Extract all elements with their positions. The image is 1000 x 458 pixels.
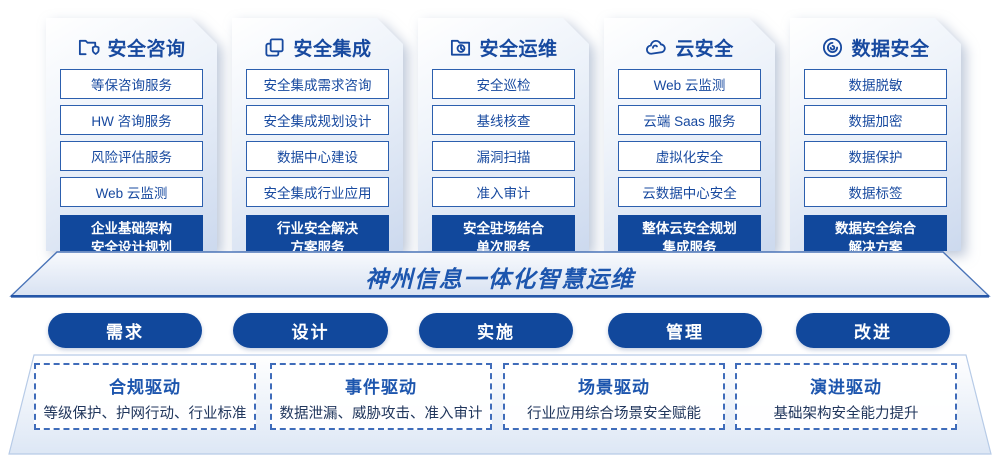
service-card-integration: 安全集成 安全集成需求咨询 安全集成规划设计 数据中心建设 安全集成行业应用 行… (232, 18, 403, 251)
driver-box-scenario: 场景驱动 行业应用综合场景安全赋能 (503, 363, 725, 430)
service-card-body: 安全咨询 等保咨询服务 HW 咨询服务 风险评估服务 Web 云监测 企业基础架… (46, 18, 217, 251)
service-item: 数据加密 (804, 105, 947, 135)
service-item: 基线核查 (432, 105, 575, 135)
phase-pill-implementation: 实施 (419, 313, 573, 348)
card-header: 云安全 (604, 18, 775, 64)
service-card-operations: 安全运维 安全巡检 基线核查 漏洞扫描 准入审计 安全驻场结合 单次服务 (418, 18, 589, 251)
card-title: 安全咨询 (107, 38, 186, 60)
highlight-line: 行业安全解决 (277, 221, 358, 236)
service-item: 安全集成行业应用 (246, 177, 389, 207)
service-card-body: 安全集成 安全集成需求咨询 安全集成规划设计 数据中心建设 安全集成行业应用 行… (232, 18, 403, 251)
highlight-line: 整体云安全规划 (642, 221, 737, 236)
banner-title: 神州信息一体化智慧运维 (365, 266, 635, 292)
banner-shape (9, 251, 991, 298)
driver-box-evolution: 演进驱动 基础架构安全能力提升 (735, 363, 957, 430)
service-item: 数据保护 (804, 141, 947, 171)
service-item: 风险评估服务 (60, 141, 203, 171)
driver-desc: 等级保护、护网行动、行业标准 (43, 406, 247, 422)
phase-pill-requirement: 需求 (48, 313, 202, 348)
service-item: Web 云监测 (618, 69, 761, 99)
service-item: HW 咨询服务 (60, 105, 203, 135)
service-card-consulting: 安全咨询 等保咨询服务 HW 咨询服务 风险评估服务 Web 云监测 企业基础架… (46, 18, 217, 251)
service-item: 安全巡检 (432, 69, 575, 99)
card-title: 云安全 (675, 38, 734, 60)
service-item: 等保咨询服务 (60, 69, 203, 99)
service-item: 数据中心建设 (246, 141, 389, 171)
card-title: 数据安全 (851, 38, 930, 60)
cloud-icon (645, 36, 668, 59)
driver-desc: 基础架构安全能力提升 (773, 406, 919, 422)
service-item: 安全集成规划设计 (246, 105, 389, 135)
fingerprint-icon (821, 36, 844, 59)
driver-desc: 行业应用综合场景安全赋能 (527, 406, 701, 422)
driver-box-incident: 事件驱动 数据泄漏、威胁攻击、准入审计 (270, 363, 492, 430)
card-header: 数据安全 (790, 18, 961, 64)
service-item: 数据标签 (804, 177, 947, 207)
folder-clock-icon (449, 36, 472, 59)
service-item: 安全集成需求咨询 (246, 69, 389, 99)
service-item: 虚拟化安全 (618, 141, 761, 171)
driver-box-compliance: 合规驱动 等级保护、护网行动、行业标准 (34, 363, 256, 430)
highlight-line: 安全驻场结合 (463, 221, 544, 236)
highlight-line: 企业基础架构 (91, 221, 172, 236)
service-card-body: 安全运维 安全巡检 基线核查 漏洞扫描 准入审计 安全驻场结合 单次服务 (418, 18, 589, 251)
service-item: 云数据中心安全 (618, 177, 761, 207)
highlight-line: 数据安全综合 (835, 221, 916, 236)
phase-pill-improvement: 改进 (796, 313, 950, 348)
driver-title: 演进驱动 (810, 378, 882, 397)
driver-title: 合规驱动 (109, 378, 181, 397)
driver-title: 事件驱动 (345, 378, 417, 397)
card-title: 安全运维 (479, 38, 558, 60)
driver-title: 场景驱动 (578, 378, 650, 397)
card-title: 安全集成 (293, 38, 372, 60)
card-header: 安全运维 (418, 18, 589, 64)
service-item: 漏洞扫描 (432, 141, 575, 171)
phase-pill-design: 设计 (233, 313, 388, 348)
card-header: 安全集成 (232, 18, 403, 64)
phase-pill-management: 管理 (608, 313, 762, 348)
service-item: 数据脱敏 (804, 69, 947, 99)
service-card-body: 云安全 Web 云监测 云端 Saas 服务 虚拟化安全 云数据中心安全 整体云… (604, 18, 775, 251)
documents-icon (263, 36, 286, 59)
service-card-data: 数据安全 数据脱敏 数据加密 数据保护 数据标签 数据安全综合 解决方案 (790, 18, 961, 251)
driver-desc: 数据泄漏、威胁攻击、准入审计 (279, 406, 483, 422)
card-header: 安全咨询 (46, 18, 217, 64)
service-item: Web 云监测 (60, 177, 203, 207)
service-card-body: 数据安全 数据脱敏 数据加密 数据保护 数据标签 数据安全综合 解决方案 (790, 18, 961, 251)
folder-shield-icon (77, 36, 100, 59)
service-card-cloud: 云安全 Web 云监测 云端 Saas 服务 虚拟化安全 云数据中心安全 整体云… (604, 18, 775, 251)
service-item: 云端 Saas 服务 (618, 105, 761, 135)
service-item: 准入审计 (432, 177, 575, 207)
